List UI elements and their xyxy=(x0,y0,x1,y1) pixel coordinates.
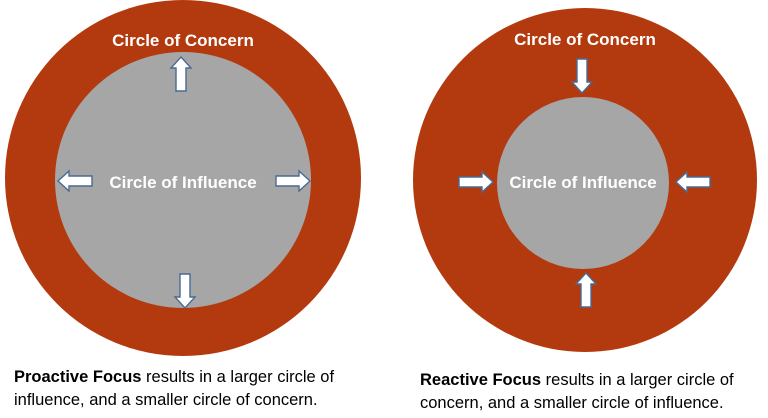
right-concern-label: Circle of Concern xyxy=(514,30,656,49)
left-concern-label: Circle of Concern xyxy=(112,31,254,50)
left-influence-label: Circle of Influence xyxy=(109,173,256,192)
reactive-caption-line1: results in a larger circle of xyxy=(541,371,734,389)
proactive-diagram: Circle of Concern Circle of Influence xyxy=(5,0,361,356)
proactive-caption-line1: results in a larger circle of xyxy=(141,368,335,386)
reactive-diagram: Circle of Concern Circle of Influence xyxy=(413,8,757,352)
right-circle-of-influence xyxy=(497,97,669,269)
reactive-caption: Reactive Focus results in a larger circl… xyxy=(420,369,765,415)
right-influence-label: Circle of Influence xyxy=(509,173,656,192)
proactive-caption: Proactive Focus results in a larger circ… xyxy=(14,366,384,412)
proactive-caption-line2: influence, and a smaller circle of conce… xyxy=(14,391,318,409)
proactive-caption-bold: Proactive Focus xyxy=(14,368,142,386)
reactive-caption-bold: Reactive Focus xyxy=(420,371,542,389)
left-circle-of-influence xyxy=(55,52,311,308)
reactive-caption-line2: concern, and a smaller circle of influen… xyxy=(420,394,724,412)
